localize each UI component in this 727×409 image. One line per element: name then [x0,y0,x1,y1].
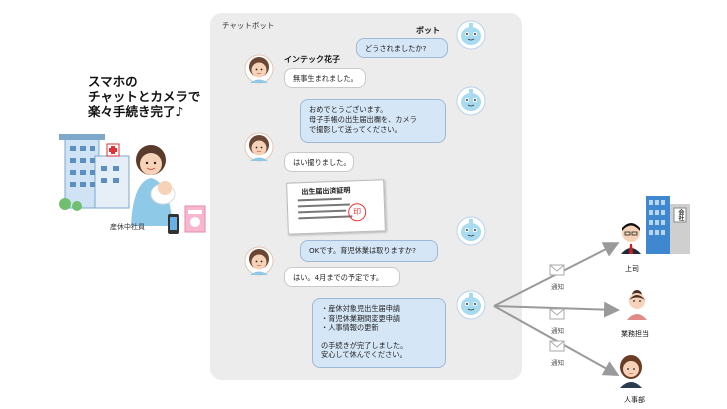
arrow-to-operations [493,301,620,318]
certificate-title: 出生届出済証明 [301,186,351,197]
bot-avatar-icon [456,86,486,116]
bot-avatar-icon [456,216,486,246]
message-line: OKです。育児休業は取りますか? [309,246,416,255]
notification-arrows [493,242,620,376]
envelope-icon [549,264,565,276]
notification-label: 通知 [551,359,564,367]
notification-label: 通知 [551,327,564,335]
bot-name: ボット [416,26,440,35]
message-line: はい。4月までの予定です。 [293,273,384,282]
user-avatar-icon [244,54,274,84]
chat-message-user: はい撮りました。 [284,152,354,172]
smartphone-icon [168,214,179,234]
headline-line1: スマホの [88,74,138,89]
mother-icon [131,145,176,226]
message-line: の手続きが完了しました。 [321,340,408,350]
message-line: おめでとうございます。 [309,105,388,114]
envelope-icon [549,340,565,352]
recipient-label: 業務担当 [621,330,649,338]
user-avatar-icon [244,246,274,276]
hospital-icon [59,134,130,211]
message-line: ・育児休業期間変更申請 [321,313,401,323]
message-line: ・人事情報の更新 [321,323,379,332]
supervisor-icon [621,223,641,254]
company-building-icon [646,196,690,254]
chat-message-user: はい。4月までの予定です。 [284,267,400,287]
recipient-label: 人事部 [624,396,645,404]
employee-caption: 産休中社員 [110,223,145,231]
user-avatar-icon [244,132,274,162]
company-sign: 会社 [677,209,684,221]
handbook-icon [184,205,206,233]
chat-message-bot: どうされましたか? [356,38,448,58]
envelope-icon [549,308,565,320]
headline-line2: チャットとカメラで [88,89,201,104]
stamp-icon: 印 [347,202,367,222]
bot-avatar-icon [456,20,486,50]
chat-message-bot: ・産休対象児出生届申請 ・育児休業期間変更申請 ・人事情報の更新 の手続きが完了… [312,298,446,368]
message-line: 無事生まれました。 [293,74,358,83]
message-line: ・産休対象児出生届申請 [321,304,401,313]
message-line: 母子手帳の出生届出欄を、カメラ [309,115,417,124]
chat-message-bot: OKです。育児休業は取りますか? [300,240,438,262]
user-name: インテック花子 [284,55,340,64]
chat-message-bot: おめでとうございます。 母子手帳の出生届出欄を、カメラ で撮影して送ってください… [300,99,446,143]
message-line: どうされましたか? [365,44,427,53]
chat-panel-title: チャットボット [222,21,275,30]
headline: スマホの チャットとカメラで 楽々手続き完了♪ [88,74,218,119]
operations-staff-icon [627,290,647,320]
notification-label: 通知 [551,283,564,291]
headline-line3: 楽々手続き完了♪ [88,104,184,119]
bot-avatar-icon [456,290,486,320]
hr-staff-icon [620,355,642,388]
birth-certificate-photo: 出生届出済証明 印 [286,179,386,235]
maternity-employee-illustration [59,134,206,234]
message-line: はい撮りました。 [293,158,351,167]
message-line: 安心して休んでください。 [321,350,407,359]
message-line [321,333,437,341]
message-line: で撮影して送ってください。 [309,125,402,134]
recipient-label: 上司 [625,265,639,273]
arrow-to-hr [493,305,620,376]
chat-message-user: 無事生まれました。 [284,68,366,88]
